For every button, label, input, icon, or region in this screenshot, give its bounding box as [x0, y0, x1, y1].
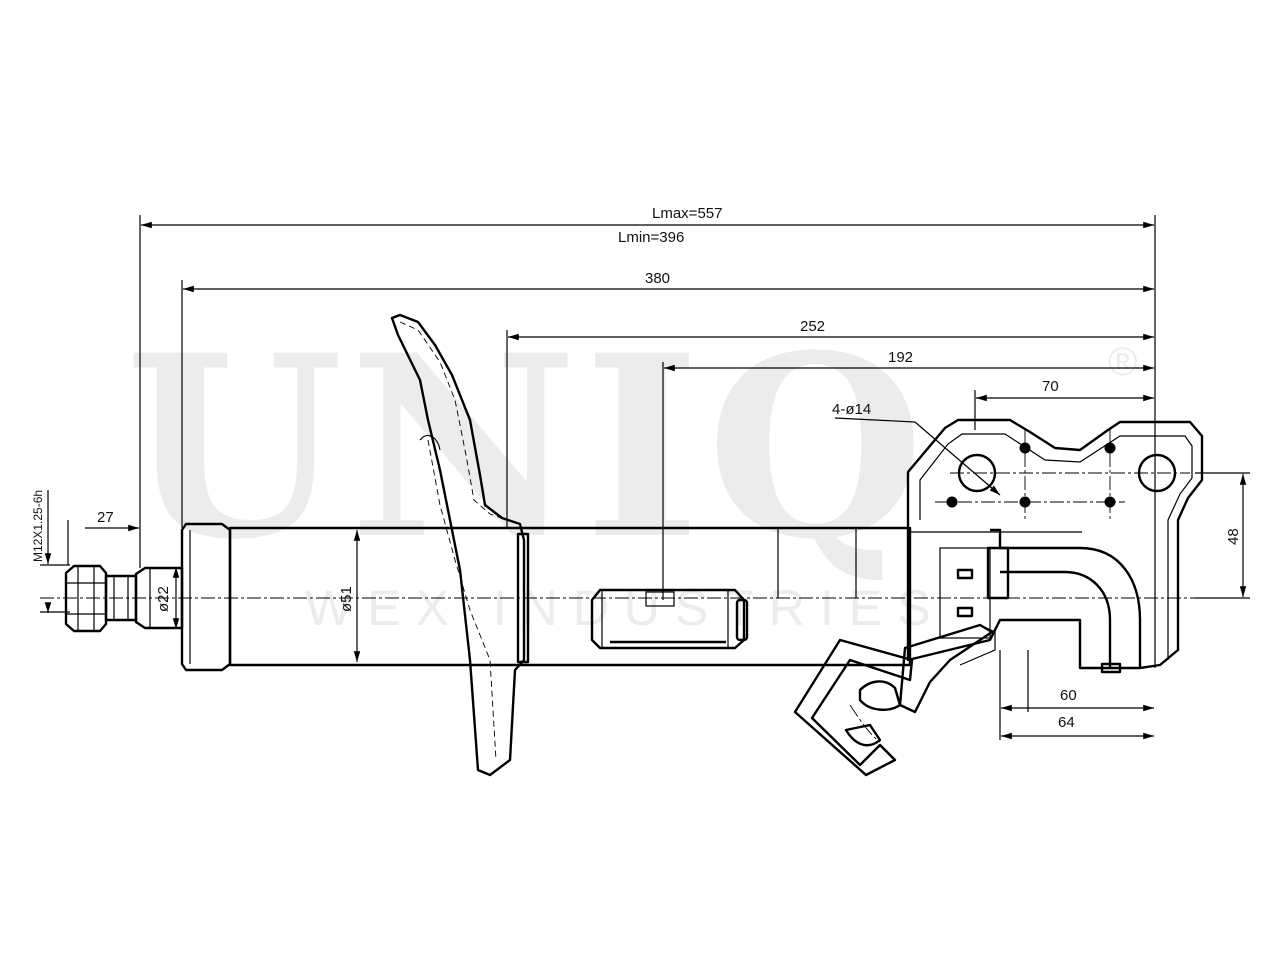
dim-252-label: 252 [800, 318, 825, 335]
dimension-lines [44, 221, 1247, 740]
dim-body-diameter-label: ø51 [338, 586, 355, 612]
knuckle-bracket [906, 418, 1204, 674]
bolt-dot [1104, 442, 1116, 454]
main-tube [228, 526, 912, 667]
dim-192-label: 192 [888, 349, 913, 366]
dim-27-label: 27 [97, 509, 114, 526]
bolt-dot [1104, 496, 1116, 508]
leader-holes [834, 417, 916, 423]
dimension-texts: Lmax=557 Lmin=396 380 252 192 70 4-ø14 6… [31, 205, 1242, 731]
dim-holes-label: 4-ø14 [832, 401, 871, 418]
sensor-bracket [793, 623, 996, 777]
dim-thread-label: M12X1.25-6h [31, 490, 45, 562]
bracket-outline [906, 418, 1204, 670]
dim-lmax-label: Lmax=557 [652, 205, 722, 222]
bolt-dot [1019, 442, 1031, 454]
shock-body [180, 522, 912, 672]
spring-seat [390, 313, 530, 777]
dim-rod-diameter-label: ø22 [155, 586, 172, 612]
dim-lmin-label: Lmin=396 [618, 229, 684, 246]
watermark-subtitle: WEX INDUSTRIES [305, 580, 946, 636]
bolt-dot [946, 496, 958, 508]
dim-60-label: 60 [1060, 687, 1077, 704]
dim-48-label: 48 [1225, 528, 1242, 545]
bolt-dot [1019, 496, 1031, 508]
extension-lines [40, 215, 1250, 740]
dim-70-label: 70 [1042, 378, 1059, 395]
dim-380-label: 380 [645, 270, 670, 287]
rod-nut [64, 564, 108, 633]
watermark-registered: ® [1108, 340, 1137, 384]
dim-64-label: 64 [1058, 714, 1075, 731]
watermark: UNIQ ® WEX INDUSTRIES [125, 300, 1137, 636]
